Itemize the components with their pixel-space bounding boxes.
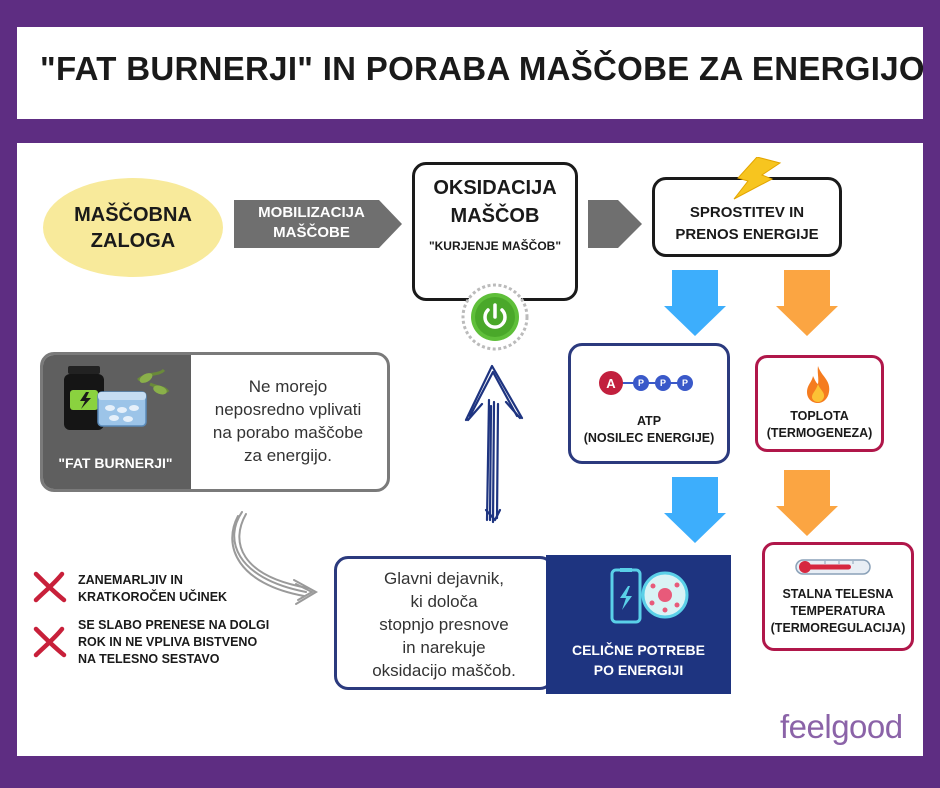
atp-label: ATP (NOSILEC ENERGIJE) — [570, 413, 728, 447]
main-factor-line2: ki določa — [410, 591, 478, 611]
mobilization-label: MOBILIZACIJA MAŠČOBE — [244, 203, 379, 244]
oxidation-line2: MAŠČOB — [450, 205, 540, 227]
heat-line1: TOPLOTA — [790, 409, 849, 423]
cell-needs-line1: CELIČNE POTREBE — [571, 642, 705, 658]
fat-burners-text-line1: Ne morejo — [248, 377, 328, 396]
heat-line2: (TERMOGENEZA) — [766, 425, 873, 440]
temperature-line3: (TERMOREGULACIJA) — [770, 620, 906, 635]
oxidation-subtitle: "KURJENJE MAŠČOB" — [428, 239, 562, 253]
fat-burners-text: Ne morejo neposredno vplivati na porabo … — [196, 376, 380, 468]
release-label: SPROSTITEV IN PRENOS ENERGIJE — [654, 202, 840, 246]
main-factor-line1: Glavni dejavnik, — [383, 569, 504, 588]
fat-store-node: MAŠČOBNA ZALOGA — [43, 178, 223, 277]
con-2-line1: SE SLABO PRENESE NA DOLGI — [78, 618, 270, 632]
fat-burners-text-line4: za energijo. — [244, 445, 332, 465]
brand-logo: feelgood — [780, 708, 903, 745]
main-factor-line5: oksidacijo maščob. — [372, 660, 516, 680]
release-line1: SPROSTITEV IN — [689, 204, 805, 221]
temperature-line1: STALNA TELESNA — [782, 587, 894, 601]
main-factor-box — [334, 556, 554, 690]
oxidation-box — [412, 162, 578, 301]
flame-icon — [807, 366, 830, 403]
heat-to-temperature-arrow — [776, 470, 838, 536]
atp-to-cell-arrow — [664, 477, 726, 543]
con-2-line3: NA TELESNO SESTAVO — [78, 651, 220, 666]
battery-icon — [610, 568, 642, 624]
scribble-up-arrow-icon — [464, 364, 524, 524]
cell-needs-label: CELIČNE POTREBE PO ENERGIJI — [548, 640, 729, 681]
curved-arrow-icon — [231, 511, 319, 605]
atp-line2: (NOSILEC ENERGIJE) — [583, 430, 715, 445]
cross-icon — [33, 626, 67, 658]
con-item-2: SE SLABO PRENESE NA DOLGI ROK IN NE VPLI… — [78, 617, 269, 668]
con-1-line1: ZANEMARLJIV IN — [78, 573, 183, 587]
atp-p2-label: P — [659, 378, 666, 388]
mobilization-line2: MAŠČOBE — [273, 224, 350, 242]
temperature-label: STALNA TELESNA TEMPERATURA (TERMOREGULAC… — [764, 586, 912, 637]
supplement-jar-icon — [64, 366, 170, 430]
atp-molecule-icon — [599, 371, 693, 395]
mobilization-line1: MOBILIZACIJA — [258, 204, 365, 221]
con-2-line2: ROK IN NE VPLIVA BISTVENO — [78, 634, 258, 649]
oxidation-to-release-arrow — [588, 200, 642, 248]
atp-line1: ATP — [636, 414, 662, 428]
cell-needs-line2: PO ENERGIJI — [593, 662, 684, 679]
atp-a-label: A — [606, 376, 616, 391]
main-factor-text: Glavni dejavnik, ki določa stopnjo presn… — [338, 568, 550, 683]
lightning-icon — [733, 157, 782, 200]
release-line2: PRENOS ENERGIJE — [675, 225, 819, 243]
release-to-heat-arrow — [776, 270, 838, 336]
atp-box — [568, 343, 730, 464]
atp-p1-label: P — [637, 378, 644, 388]
fat-store-line2: ZALOGA — [90, 229, 176, 252]
con-item-1: ZANEMARLJIV IN KRATKOROČEN UČINEK — [78, 572, 227, 606]
cell-icon — [641, 571, 689, 619]
fat-burners-label: "FAT BURNERJI" — [58, 455, 173, 471]
main-factor-line3: stopnjo presnove — [379, 614, 509, 634]
title-bar — [17, 27, 923, 119]
cross-icon — [33, 571, 67, 603]
power-button-icon — [461, 283, 529, 351]
pills-box-icon — [97, 391, 147, 427]
heat-label: TOPLOTA (TERMOGENEZA) — [757, 408, 882, 442]
oxidation-line1: OKSIDACIJA — [433, 177, 557, 199]
con-1-line2: KRATKOROČEN UČINEK — [78, 589, 228, 604]
fat-burners-text-line3: na porabo maščobe — [212, 422, 364, 442]
oxidation-title: OKSIDACIJA MAŠČOB — [414, 174, 576, 230]
thermometer-icon — [795, 559, 871, 575]
page-title: "FAT BURNERJI" IN PORABA MAŠČOBE ZA ENER… — [40, 50, 925, 87]
mobilization-arrow-shape — [234, 200, 402, 248]
release-to-atp-arrow — [664, 270, 726, 336]
fat-store-line1: MAŠČOBNA — [74, 203, 192, 226]
temperature-line2: TEMPERATURA — [790, 603, 886, 618]
fat-burners-text-line2: neposredno vplivati — [214, 399, 362, 419]
atp-p3-label: P — [681, 378, 688, 388]
main-factor-line4: in narekuje — [402, 637, 486, 657]
